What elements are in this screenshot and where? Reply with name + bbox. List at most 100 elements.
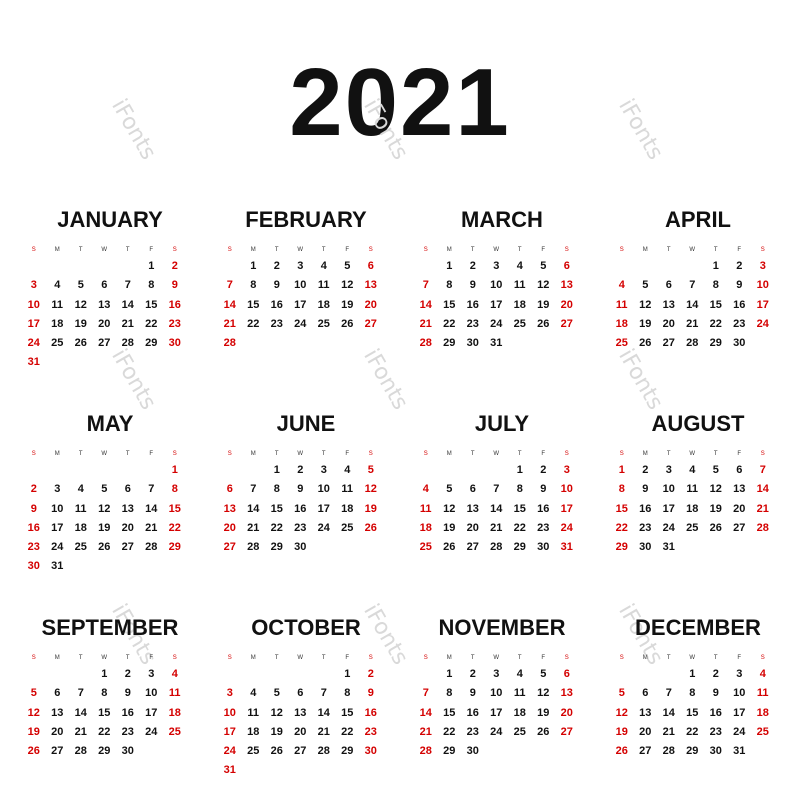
- day-cell: 7: [759, 464, 766, 476]
- day-cell: 14: [247, 502, 260, 515]
- day-cell: 12: [537, 279, 550, 292]
- weekday-label: T: [125, 247, 130, 253]
- day-cell: 25: [317, 317, 330, 330]
- weekday-label: T: [125, 655, 130, 661]
- day-cell: 26: [537, 725, 550, 738]
- day-cell: 21: [490, 521, 503, 534]
- empty-cell: [140, 461, 164, 480]
- day-cell: 9: [367, 687, 374, 700]
- day-cell: 25: [686, 521, 699, 534]
- day-cell: 11: [168, 687, 181, 700]
- weekday-label: S: [172, 655, 177, 661]
- year-title: 2021: [289, 49, 511, 156]
- day-cell: 5: [540, 668, 547, 680]
- day-cell: 8: [344, 687, 351, 700]
- weekday-label: M: [54, 655, 60, 661]
- day-cell: 7: [124, 279, 131, 292]
- day-cell: 6: [563, 668, 570, 680]
- weekday-label: T: [517, 451, 522, 457]
- day-cell: 5: [273, 687, 280, 700]
- day-cell: 29: [615, 541, 628, 554]
- empty-cell: [46, 461, 70, 480]
- empty-cell: [414, 665, 438, 684]
- day-cell: 9: [30, 502, 37, 515]
- day-cell: 23: [121, 725, 134, 738]
- empty-cell: [69, 461, 93, 480]
- day-cell: 27: [733, 521, 746, 534]
- day-cell: 12: [639, 298, 652, 311]
- day-cell: 23: [709, 725, 722, 738]
- day-cell: 16: [270, 298, 283, 311]
- weekday-label: W: [297, 247, 304, 253]
- day-cell: 26: [74, 337, 87, 350]
- day-cell: 3: [759, 260, 766, 272]
- day-cell: 9: [297, 483, 304, 496]
- weekday-label: M: [250, 451, 256, 457]
- day-cell: 15: [145, 298, 158, 311]
- day-cell: 27: [662, 337, 675, 350]
- day-cell: 17: [560, 502, 573, 515]
- weekday-label: S: [227, 655, 232, 661]
- weekday-label: T: [470, 451, 475, 457]
- day-cell: 22: [270, 521, 283, 534]
- day-cell: 3: [320, 464, 327, 476]
- day-cell: 11: [615, 298, 628, 311]
- day-cell: 3: [665, 464, 672, 476]
- empty-cell: [116, 461, 140, 480]
- day-cell: 19: [74, 317, 87, 330]
- day-cell: 4: [516, 668, 523, 680]
- weekday-label: T: [274, 655, 279, 661]
- day-cell: 2: [469, 668, 476, 680]
- day-cell: 7: [422, 687, 429, 700]
- weekday-label: M: [642, 655, 648, 661]
- day-cell: 19: [443, 521, 456, 534]
- day-cell: 10: [223, 706, 236, 719]
- empty-cell: [289, 665, 313, 684]
- day-cell: 17: [294, 298, 307, 311]
- day-cell: 22: [341, 725, 354, 738]
- day-cell: 13: [51, 706, 64, 719]
- day-cell: 6: [101, 279, 108, 292]
- day-cell: 18: [513, 298, 526, 311]
- day-cell: 25: [51, 337, 64, 350]
- day-cell: 5: [446, 483, 453, 496]
- day-cell: 13: [223, 502, 236, 515]
- weekday-label: S: [619, 247, 624, 253]
- weekday-label: T: [713, 655, 718, 661]
- day-cell: 14: [686, 298, 699, 311]
- day-cell: 29: [341, 745, 354, 758]
- weekday-label: F: [737, 451, 742, 457]
- empty-cell: [414, 257, 438, 276]
- day-cell: 1: [516, 464, 523, 476]
- weekday-label: W: [493, 655, 500, 661]
- day-cell: 23: [466, 725, 479, 738]
- weekday-label: T: [666, 247, 671, 253]
- weekday-label: T: [321, 451, 326, 457]
- empty-cell: [22, 257, 46, 276]
- day-cell: 16: [466, 298, 479, 311]
- day-cell: 25: [74, 541, 87, 554]
- day-cell: 24: [490, 725, 503, 738]
- weekday-label: F: [541, 451, 546, 457]
- day-cell: 21: [121, 317, 134, 330]
- day-cell: 16: [537, 502, 550, 515]
- day-cell: 2: [171, 260, 178, 272]
- day-cell: 8: [446, 687, 453, 700]
- day-cell: 28: [121, 337, 134, 350]
- day-cell: 3: [297, 260, 304, 272]
- day-cell: 5: [344, 260, 351, 272]
- weekday-label: S: [619, 451, 624, 457]
- weekday-label: T: [517, 247, 522, 253]
- day-cell: 28: [756, 521, 769, 534]
- day-cell: 13: [121, 502, 134, 515]
- weekday-label: W: [101, 655, 108, 661]
- day-cell: 4: [344, 464, 351, 476]
- day-cell: 16: [121, 706, 134, 719]
- day-cell: 26: [98, 541, 111, 554]
